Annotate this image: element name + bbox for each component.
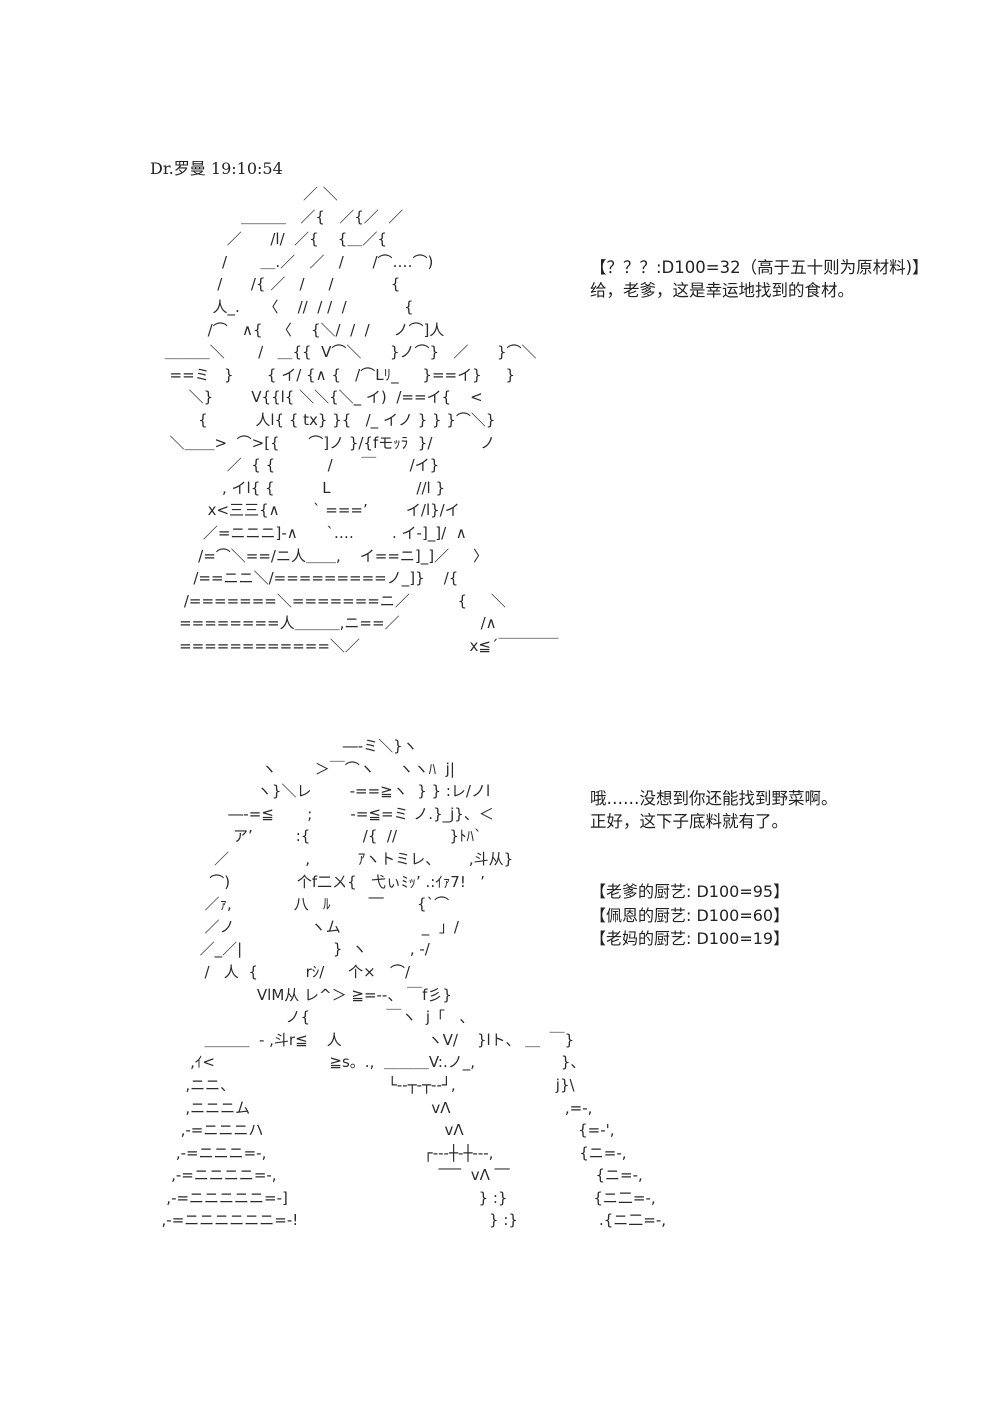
art-line: ,-=ニニニニ=-, ‾‾‾ vΛ ‾‾ {ニ=-,: [152, 1166, 643, 1185]
ascii-art-scene-2: ―-ミ＼}ヽ ヽ ＞￣⌒ヽ ヽヽﾊ j| ヽ}＼レ -==≧ヽ } } :レ/ノ…: [152, 735, 667, 1232]
art-line: x<三三{∧ ` ===’ イ/l}/イ: [160, 501, 460, 520]
art-line: ,-=ニニニニニニ=-! } :} .{ニ二=-,: [152, 1211, 667, 1230]
speaker-name: Dr.罗曼: [150, 159, 206, 178]
speech-line: 给，老爹，这是幸运地找到的食材。: [590, 281, 854, 300]
ascii-art-scene-1: ／ ＼ ＿＿＿ ／{ ／{／ ／ ／ /l/ ／{ {＿／{ / ＿.／ ／ /…: [160, 183, 559, 657]
art-line: , イl{ { L //l }: [160, 478, 445, 497]
art-line: / /{ ／ / / {: [160, 275, 401, 294]
art-line: ,-=ニニニニニ=-] } :} {ニ二=-,: [152, 1188, 656, 1207]
speech-line: 哦……没想到你还能找到野菜啊。: [590, 789, 838, 808]
art-line: ／_／| } ヽ , -/: [152, 940, 430, 959]
art-line: /==ニニ＼/=========ノ_]} /{: [160, 569, 459, 588]
art-line: ／ ＼: [160, 185, 338, 203]
art-line: ／ { { / ￣ /イ}: [160, 456, 440, 475]
art-line: { 人l{ { tx} }{ /_ イノ } } }⌒＼}: [160, 410, 496, 429]
art-line: ア’ :{ /{ // }ﾄﾊ`: [152, 827, 482, 846]
art-line: ＿＿＿＼ / ＿{{ V⌒＼ }ノ⌒} ／ }⌒＼: [160, 343, 537, 362]
art-line: ＿＿＿ ／{ ／{／ ／: [160, 207, 404, 226]
art-line: ＿＿＿ - ,斗r≦ 人 ヽV/ }lト、 ＿ ￣}: [152, 1030, 575, 1049]
art-line: /=======＼=======ニ／ { ＼: [160, 591, 506, 610]
art-line: 人_. 〈 // / / / {: [160, 297, 414, 316]
dice-roll-line: 【？？？:D100=32（高于五十则为原材料)】: [590, 258, 929, 277]
dice-roll-dad: 【老爹的厨艺: D100=95】: [590, 882, 790, 901]
art-line: ／=ニニニ]-∧ `‥‥ . イ-]_]/ ∧: [160, 523, 467, 542]
art-line: VlM从 レ^＞ ≧=--、 ￣f彡}: [152, 985, 452, 1004]
post-timestamp: 19:10:54: [210, 159, 283, 178]
art-line: ============＼／ x≦´￣￣￣￣: [160, 636, 559, 655]
art-line: ／ノ ヽム _ 」/: [152, 917, 459, 936]
art-line: ========人＿＿＿,ニ==／ /∧: [160, 614, 497, 633]
art-line: ,-=ニニニ=-, ┌‐‐‐┼‐┼‐‐‐, {ニ=-,: [152, 1143, 627, 1162]
art-line: ＼} V{{l{ ＼＼{＼_ イ) /==イ{ <: [160, 388, 483, 407]
art-line: / 人 { rｼ/ 个× ⌒/: [152, 962, 411, 981]
art-line: ／ｧ, 八 ﾙ ‾‾ {`⌒: [152, 895, 450, 914]
dice-roll-mom: 【老妈的厨艺: D100=19】: [590, 929, 790, 948]
art-line: ==ミ } { イ/ {∧ { /⌒Lﾘ_ }==イ} }: [160, 365, 516, 384]
art-line: /=⌒＼==/ニ人＿＿, イ==ニ]_]／ 〉: [160, 546, 488, 565]
art-line: / ＿.／ ／ / /⌒‥‥⌒): [160, 252, 434, 271]
art-line: ノ{ ￣ヽ j「 、: [152, 1008, 475, 1027]
dialog-scene-1: 【？？？:D100=32（高于五十则为原材料)】给，老爹，这是幸运地找到的食材。: [590, 256, 929, 302]
art-line: ,ニニニム vΛ ,=-,: [152, 1098, 593, 1117]
art-line: ―-ミ＼}ヽ: [152, 737, 418, 755]
dice-roll-payne: 【佩恩的厨艺: D100=60】: [590, 905, 790, 925]
art-line: ヽ ＞￣⌒ヽ ヽヽﾊ j|: [152, 759, 455, 778]
art-line: ／ , ｱヽトミレ、 ,斗从}: [152, 849, 514, 868]
art-line: ヽ}＼レ -==≧ヽ } } :レ/ノl: [152, 782, 491, 801]
art-line: ⌒) 个f二ㄨ{ 弋ぃﾐｯ’ .:ｲｧ7! ’: [152, 872, 485, 891]
speech-line: 正好，这下子底料就有了。: [590, 812, 788, 831]
art-line: ,ニニ、 └‐‐┬‐┬‐‐┘, j}\: [152, 1075, 575, 1094]
art-line: ―-=≦ ; -=≦=ミ ノ.}_j}、＜: [152, 804, 494, 823]
art-line: ,ｲ< ≧s。., ＿＿＿V:.ノ_, }、: [152, 1053, 586, 1072]
dialog-scene-2: 哦……没想到你还能找到野菜啊。正好，这下子底料就有了。: [590, 787, 838, 833]
art-line: ＼＿＿> ⌒>[{ ⌒]ノ }/{fモｯﾗ }/ ノ: [160, 433, 496, 452]
art-line: /⌒ ∧{ 〈 {＼/ / / ノ⌒]人: [160, 320, 445, 339]
art-line: ,-=ニニニハ vΛ {=-',: [152, 1121, 615, 1140]
post-header: Dr.罗曼 19:10:54: [150, 155, 283, 179]
cooking-rolls: 【老爹的厨艺: D100=95】【佩恩的厨艺: D100=60】【老妈的厨艺: …: [590, 880, 789, 951]
art-line: ／ /l/ ／{ {＿／{: [160, 230, 387, 249]
